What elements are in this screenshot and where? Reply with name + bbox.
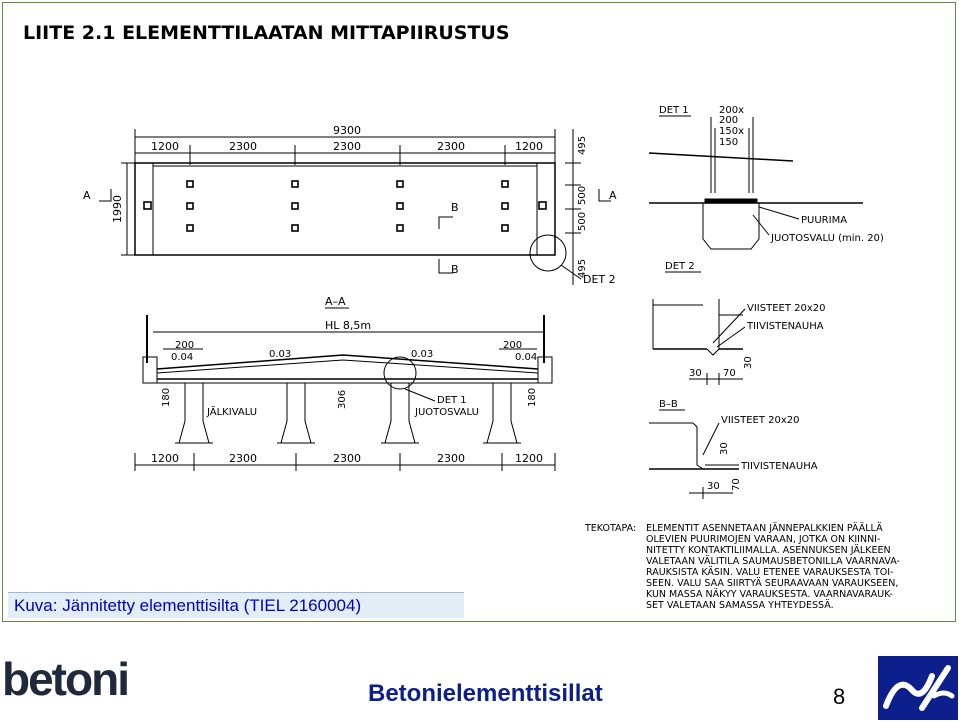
height-left: 180 — [161, 388, 172, 407]
section-bb-title: B–B — [659, 399, 678, 410]
tekotapa-line-8: SET VALETAAN SAMASSA YHTEYDESSÄ. — [646, 600, 834, 611]
tekotapa-line-6: SEEN. VALU SAA SIIRTYÄ SEURAAVAAN VARAUK… — [646, 578, 898, 589]
height-right: 180 — [527, 388, 538, 407]
technical-drawing: LIITE 2.1 ELEMENTTILAATAN MITTAPIIRUSTUS… — [23, 22, 900, 611]
plan-spacing-2: 2300 — [229, 140, 257, 153]
footer-title: Betonielementtisillat — [368, 680, 603, 707]
det1-label-puurima: PUURIMA — [801, 215, 847, 226]
bb-dim-3: 30 — [707, 481, 720, 492]
det2-dim-1: 30 — [689, 368, 702, 379]
betoni-logo: betoni — [2, 653, 130, 705]
section-aa: A–A HL 8,5m 0.04 0.03 0.03 0.04 200 200 — [134, 295, 556, 471]
plan-total-width: 9300 — [333, 124, 361, 137]
section-mark-b-top: B — [451, 201, 459, 214]
figure-caption: Kuva: Jännitetty elementtisilta (TIEL 21… — [8, 592, 464, 618]
section-mark-a-right: A — [609, 189, 617, 202]
section-bb: B–B VIISTEET 20x20 TIIVISTENAUHA 30 70 3… — [649, 399, 818, 499]
section-aa-title: A–A — [325, 295, 346, 308]
bottom-dim-3: 2300 — [333, 452, 361, 465]
label-jalkivalu: JÄLKIVALU — [206, 405, 257, 418]
det2-label-tiivistenauha: TIIVISTENAUHA — [746, 321, 824, 332]
tekotapa-line-5: RAUKSISTA KÄSIN. VALU ETENEE VARAUKSESTA… — [646, 567, 893, 578]
tekotapa-line-7: KUN MASSA NÄKYY VARAUKSESTA. VAARNAVARAU… — [646, 589, 893, 600]
bottom-dim-4: 2300 — [437, 452, 465, 465]
det2-dim-2: 70 — [723, 368, 736, 379]
detail-2: DET 2 VIISTEET 20x20 TIIVISTENAUHA 30 70… — [652, 261, 826, 385]
det1-dim-3: 150x — [719, 126, 744, 137]
tekotapa-line-3: NITETTY KONTAKTILIIMALLA. ASENNUKSEN JÄL… — [646, 545, 891, 556]
bb-label-tiivistenauha: TIIVISTENAUHA — [740, 461, 818, 472]
edge-width-left: 200 — [175, 340, 194, 351]
slope-mid-right: 0.03 — [411, 349, 433, 360]
det2-label-viisteet: VIISTEET 20x20 — [747, 303, 826, 314]
plan-spacing-5: 1200 — [515, 140, 543, 153]
plan-spacing-3: 2300 — [333, 140, 361, 153]
slope-mid-left: 0.03 — [269, 349, 291, 360]
plan-right-dim-3: 500 — [577, 212, 588, 231]
bottom-dim-1: 1200 — [151, 452, 179, 465]
slope-left: 0.04 — [171, 352, 193, 363]
corner-logo-icon — [878, 656, 958, 720]
drawing-title: LIITE 2.1 ELEMENTTILAATAN MITTAPIIRUSTUS — [23, 22, 510, 44]
label-det1: DET 1 — [437, 395, 467, 406]
plan-spacing-1: 1200 — [151, 140, 179, 153]
height-middle: 306 — [337, 390, 348, 409]
det1-dim-1: 200x — [719, 105, 744, 116]
bb-label-viisteet: VIISTEET 20x20 — [721, 415, 800, 426]
section-mark-b-bottom: B — [451, 263, 459, 276]
tekotapa-line-2: OLEVIEN PUURIMOJEN VARAAN, JOTKA ON KIIN… — [646, 534, 880, 545]
det2-dim-3: 30 — [743, 356, 754, 369]
plan-spacing-4: 2300 — [437, 140, 465, 153]
det1-title: DET 1 — [659, 105, 689, 116]
bb-dim-1: 30 — [719, 442, 730, 455]
section-aa-hl: HL 8,5m — [325, 319, 371, 332]
det2-callout: DET 2 — [583, 273, 616, 286]
section-mark-a-left: A — [83, 189, 91, 202]
plan-right-dim-2: 500 — [577, 186, 588, 205]
det1-dim-4: 150 — [719, 137, 738, 148]
tekotapa-line-4: VALETAAN VÄLITILA SAUMAUSBETONILLA VAARN… — [646, 556, 900, 567]
slope-right: 0.04 — [515, 352, 537, 363]
tekotapa-label: TEKOTAPA: — [584, 523, 636, 534]
det2-title: DET 2 — [665, 261, 695, 272]
detail-1: DET 1 200x 200 150x 150 PUURIMA JUOTOSVA… — [648, 105, 884, 250]
page-number: 8 — [833, 684, 846, 709]
tekotapa-notes: TEKOTAPA: ELEMENTIT ASENNETAAN JÄNNEPALK… — [584, 523, 900, 611]
label-juotosvalu: JUOTOSVALU — [414, 407, 479, 418]
det1-dim-2: 200 — [719, 115, 738, 126]
bottom-dim-5: 1200 — [515, 452, 543, 465]
plan-height: 1990 — [111, 195, 124, 223]
det1-label-juotosvalu: JUOTOSVALU (min. 20) — [770, 233, 884, 244]
drawing-frame: LIITE 2.1 ELEMENTTILAATAN MITTAPIIRUSTUS… — [2, 2, 956, 622]
bottom-dim-2: 2300 — [229, 452, 257, 465]
plan-view: 9300 1200 2300 2300 2300 1200 — [83, 124, 617, 286]
bb-dim-2: 70 — [731, 478, 742, 491]
tekotapa-line-1: ELEMENTIT ASENNETAAN JÄNNEPALKKIEN PÄÄLL… — [646, 523, 883, 534]
plan-right-dim-4: 495 — [577, 259, 588, 278]
edge-width-right: 200 — [503, 340, 522, 351]
plan-right-dim-1: 495 — [577, 136, 588, 155]
